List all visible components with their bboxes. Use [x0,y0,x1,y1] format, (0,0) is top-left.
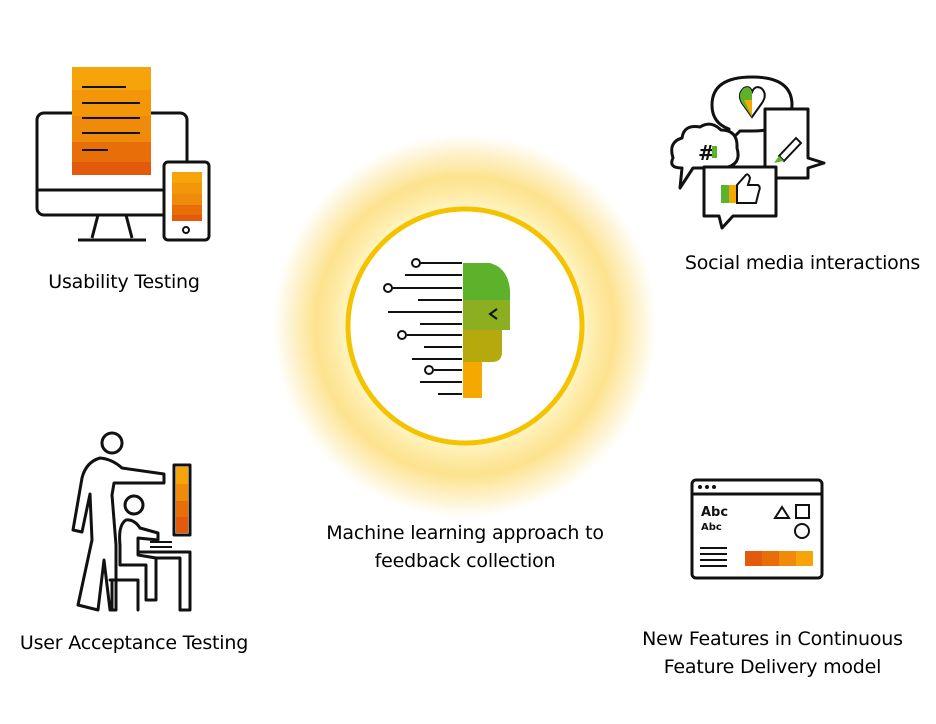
social-media-label: Social media interactions [684,252,921,274]
abc-large-text: Abc [701,505,728,520]
hash-symbol: # [698,141,715,165]
user-acceptance-testing-label: User Acceptance Testing [19,632,249,654]
new-features-label-line2: Feature Delivery model [663,656,882,678]
usability-testing-label: Usability Testing [48,271,200,293]
center-label-line2: feedback collection [374,550,556,572]
center-label-line1: Machine learning approach to [326,522,604,544]
new-features-label-line1: New Features in Continuous [642,628,903,650]
abc-small-text: Abc [701,522,722,533]
